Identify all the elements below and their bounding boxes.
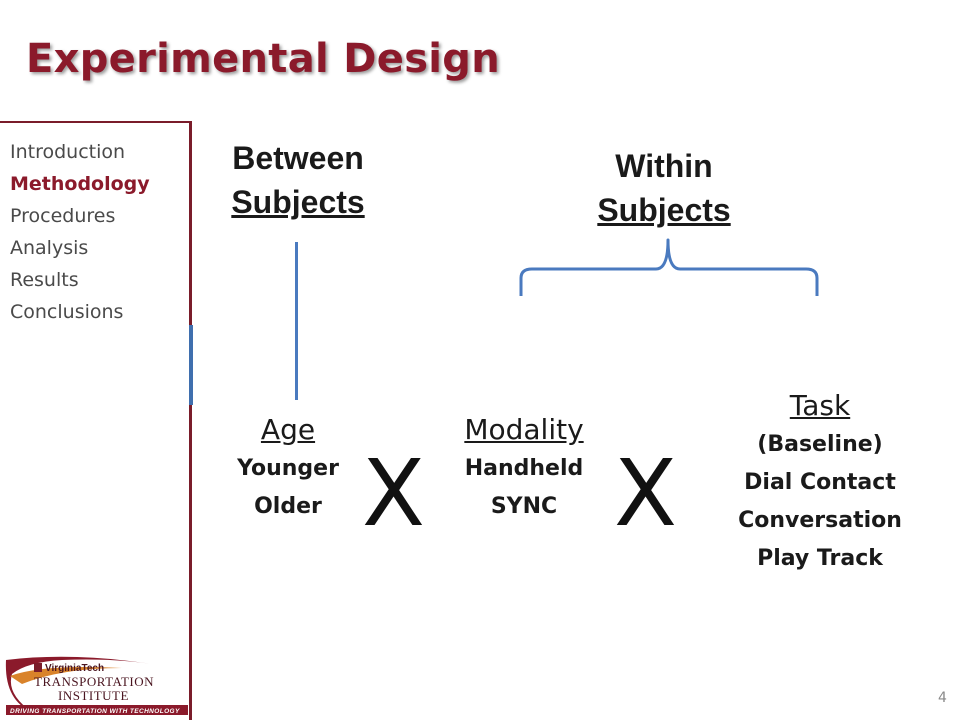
factor-task-level: Dial Contact — [744, 470, 896, 495]
logo-swoosh — [5, 656, 152, 712]
between-line1: Between — [232, 140, 364, 176]
sidebar-divider — [189, 122, 192, 720]
sidebar-item-conclusions[interactable]: Conclusions — [10, 301, 124, 323]
sidebar-progress-marker — [189, 325, 193, 405]
factor-task-name: Task — [789, 389, 851, 422]
logo-tagline: DRIVING TRANSPORTATION WITH TECHNOLOGY — [10, 708, 180, 715]
factor-age-level: Younger — [237, 456, 339, 481]
factor-task-level: (Baseline) — [757, 432, 883, 457]
factor-task-level: Conversation — [738, 508, 902, 533]
sidebar-nav: Introduction Methodology Procedures Anal… — [10, 136, 150, 328]
slide-title: Experimental Design — [26, 36, 501, 82]
sidebar-top-border — [0, 121, 192, 123]
factor-age-level: Older — [254, 494, 322, 519]
sidebar-item-procedures[interactable]: Procedures — [10, 205, 116, 227]
between-connector-line — [295, 242, 298, 400]
logo-shield-icon — [34, 663, 42, 672]
sidebar-item-analysis[interactable]: Analysis — [10, 237, 89, 259]
vtti-logo: VirginiaTech TRANSPORTATION INSTITUTE DR… — [5, 656, 188, 715]
logo-line3: INSTITUTE — [58, 688, 129, 703]
between-line2: Subjects — [231, 184, 365, 220]
sidebar-item-results[interactable]: Results — [10, 269, 79, 291]
factor-modality-level: SYNC — [490, 494, 558, 519]
sidebar-item-introduction[interactable]: Introduction — [10, 141, 126, 163]
multiply-operator-1: X — [362, 440, 426, 547]
factor-modality: Modality Handheld SYNC — [440, 410, 608, 526]
multiply-operator-2: X — [614, 440, 678, 547]
slide-number: 4 — [938, 690, 947, 706]
within-brace — [519, 238, 819, 296]
factor-modality-level: Handheld — [464, 456, 584, 481]
between-subjects-heading: Between Subjects — [210, 136, 386, 224]
brace-path — [519, 238, 819, 296]
logo-tagline-bar — [6, 705, 188, 715]
factor-task: Task (Baseline) Dial Contact Conversatio… — [712, 386, 928, 578]
sidebar-item-methodology[interactable]: Methodology — [10, 173, 150, 195]
factor-modality-name: Modality — [464, 413, 584, 446]
factor-task-level: Play Track — [757, 546, 883, 571]
factor-age: Age Younger Older — [216, 410, 360, 526]
within-line2: Subjects — [597, 192, 731, 228]
logo-line1: VirginiaTech — [45, 663, 104, 674]
factor-age-name: Age — [260, 413, 316, 446]
logo-line2: TRANSPORTATION — [34, 674, 154, 689]
within-line1: Within — [615, 148, 713, 184]
within-subjects-heading: Within Subjects — [574, 144, 754, 232]
